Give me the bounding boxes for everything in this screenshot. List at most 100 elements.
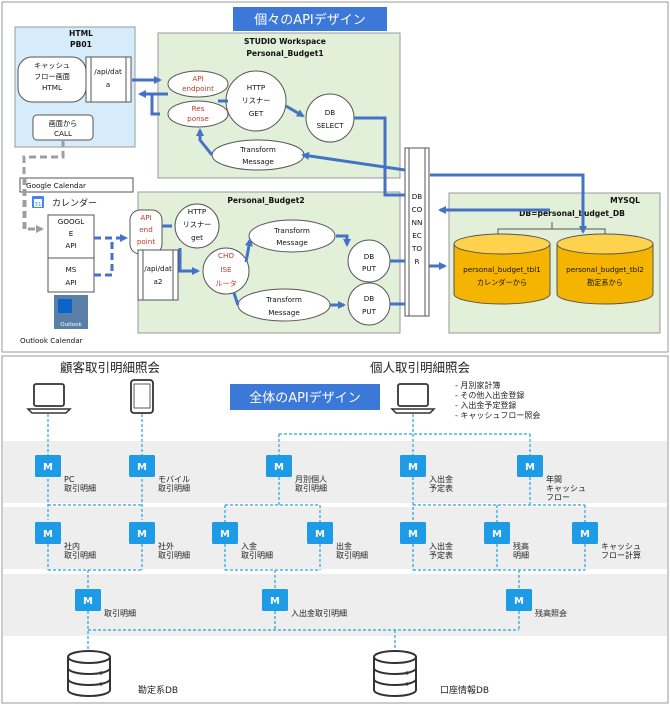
m-service-label: 入出金: [429, 474, 453, 484]
google-calendar-logo-text: カレンダー: [52, 197, 97, 209]
db-select-line: DB: [325, 108, 336, 117]
m-box: [35, 522, 61, 544]
m-service-label: 取引明細: [104, 608, 136, 618]
m-service-label: 取引明細: [158, 550, 190, 560]
http-get2-node: [174, 203, 220, 249]
m-service-label: 明細: [513, 550, 529, 560]
m-letter: M: [492, 529, 502, 540]
m-service-label: 取引明細: [64, 550, 96, 560]
m-box: [266, 455, 292, 477]
m-box: [129, 455, 155, 477]
transform2a-node: [248, 219, 336, 253]
db-connector-letter: TO: [411, 244, 422, 253]
http-get-line: HTTP: [247, 83, 266, 92]
http-get2-line: HTTP: [188, 207, 207, 216]
m-letter: M: [83, 596, 93, 607]
api-data2-line: /api/dat: [144, 264, 172, 273]
google-calendar-label: Google Calendar: [26, 181, 86, 190]
choise-line: ルータ: [215, 279, 237, 288]
api-dashed-arrows: [94, 234, 128, 277]
api-endpoint-line: endpoint: [182, 84, 214, 93]
ms-api-line: API: [65, 278, 76, 287]
html-api-line: a: [106, 80, 110, 89]
m-letter: M: [220, 529, 230, 540]
db-select-line: SELECT: [316, 121, 344, 130]
google-api-line: GOOGL: [58, 217, 84, 226]
m-service-label: 取引明細: [64, 483, 96, 493]
m-service-label: 社内: [64, 541, 80, 551]
band-row1: [3, 441, 667, 503]
tbl1-note: カレンダーから: [477, 278, 527, 287]
transform2a-line: Message: [276, 238, 308, 247]
html-api-node: [85, 56, 132, 103]
db-select-node: [305, 93, 355, 143]
response-node: [167, 100, 229, 128]
transform2b-line: Message: [268, 308, 300, 317]
studio1-subtitle: Personal_Budget1: [246, 49, 323, 58]
response-line: ponse: [187, 114, 209, 123]
google-calendar-label-box: [19, 177, 134, 193]
m-service-label: 入出金取引明細: [291, 608, 347, 618]
m-service-row3: M 取引明細: [75, 589, 136, 618]
m-letter: M: [580, 529, 590, 540]
outlook-icon-label: Outlook: [60, 322, 82, 328]
api-data2-node: [137, 249, 179, 301]
m-box: [506, 589, 532, 611]
tbl2-note: 勘定系から: [587, 278, 623, 287]
laptop-icon-left: [26, 383, 72, 414]
m-service-label: 取引明細: [241, 550, 273, 560]
m-service-label: 予定表: [429, 483, 453, 493]
transform2b-line: Transform: [265, 295, 302, 304]
heading-right: 個人取引明細照会: [370, 360, 471, 375]
db-put1-line: PUT: [362, 264, 377, 273]
tablet-icon: [130, 379, 154, 414]
m-letter: M: [137, 529, 147, 540]
tbl2-name: personal_budget_tbl2: [566, 265, 644, 274]
m-service-label: 月別個人: [295, 474, 327, 484]
api-endpoint-node: [167, 70, 229, 98]
feature-note: - 入出金予定登録: [455, 400, 516, 410]
ms-api-line: MS: [66, 265, 77, 274]
m-box: [35, 455, 61, 477]
m-box: [572, 522, 598, 544]
laptop-icon-right: [390, 383, 436, 414]
m-letter: M: [270, 596, 280, 607]
m-service-label: 残高照会: [535, 608, 567, 618]
m-letter: M: [514, 596, 524, 607]
m-service-label: 年間: [546, 474, 562, 484]
outlook-icon-square: [58, 299, 72, 313]
html-page-line: HTML: [42, 83, 62, 92]
db-put2-line: DB: [364, 294, 375, 303]
m-letter: M: [315, 529, 325, 540]
m-service-label: 取引明細: [158, 483, 190, 493]
m-service-label: キャッシュ: [546, 484, 586, 493]
http-get2-line: リスナー: [183, 220, 212, 229]
calendar-dashed-arrows: [22, 140, 65, 233]
m-box: [75, 589, 101, 611]
m-service-row3: M 入出金取引明細: [262, 589, 347, 618]
m-box: [484, 522, 510, 544]
m-letter: M: [43, 529, 53, 540]
html-page-line: フロー画面: [34, 72, 70, 81]
m-service-label: 出金: [336, 541, 352, 551]
m-service-boxes: MPC取引明細Mモバイル取引明細M月別個人取引明細M入出金予定表M年間キャッシュ…: [35, 455, 641, 618]
studio2-title: Personal_Budget2: [227, 196, 304, 205]
m-box: [262, 589, 288, 611]
studio1-title: STUDIO Workspace: [244, 37, 326, 46]
m-service-label: フロー計算: [601, 550, 641, 560]
db-icon-left: [67, 650, 111, 697]
choise-line: ISE: [220, 265, 232, 274]
m-service-label: 残高: [513, 541, 529, 551]
m-box: [212, 522, 238, 544]
db-put1-node: [347, 239, 391, 283]
